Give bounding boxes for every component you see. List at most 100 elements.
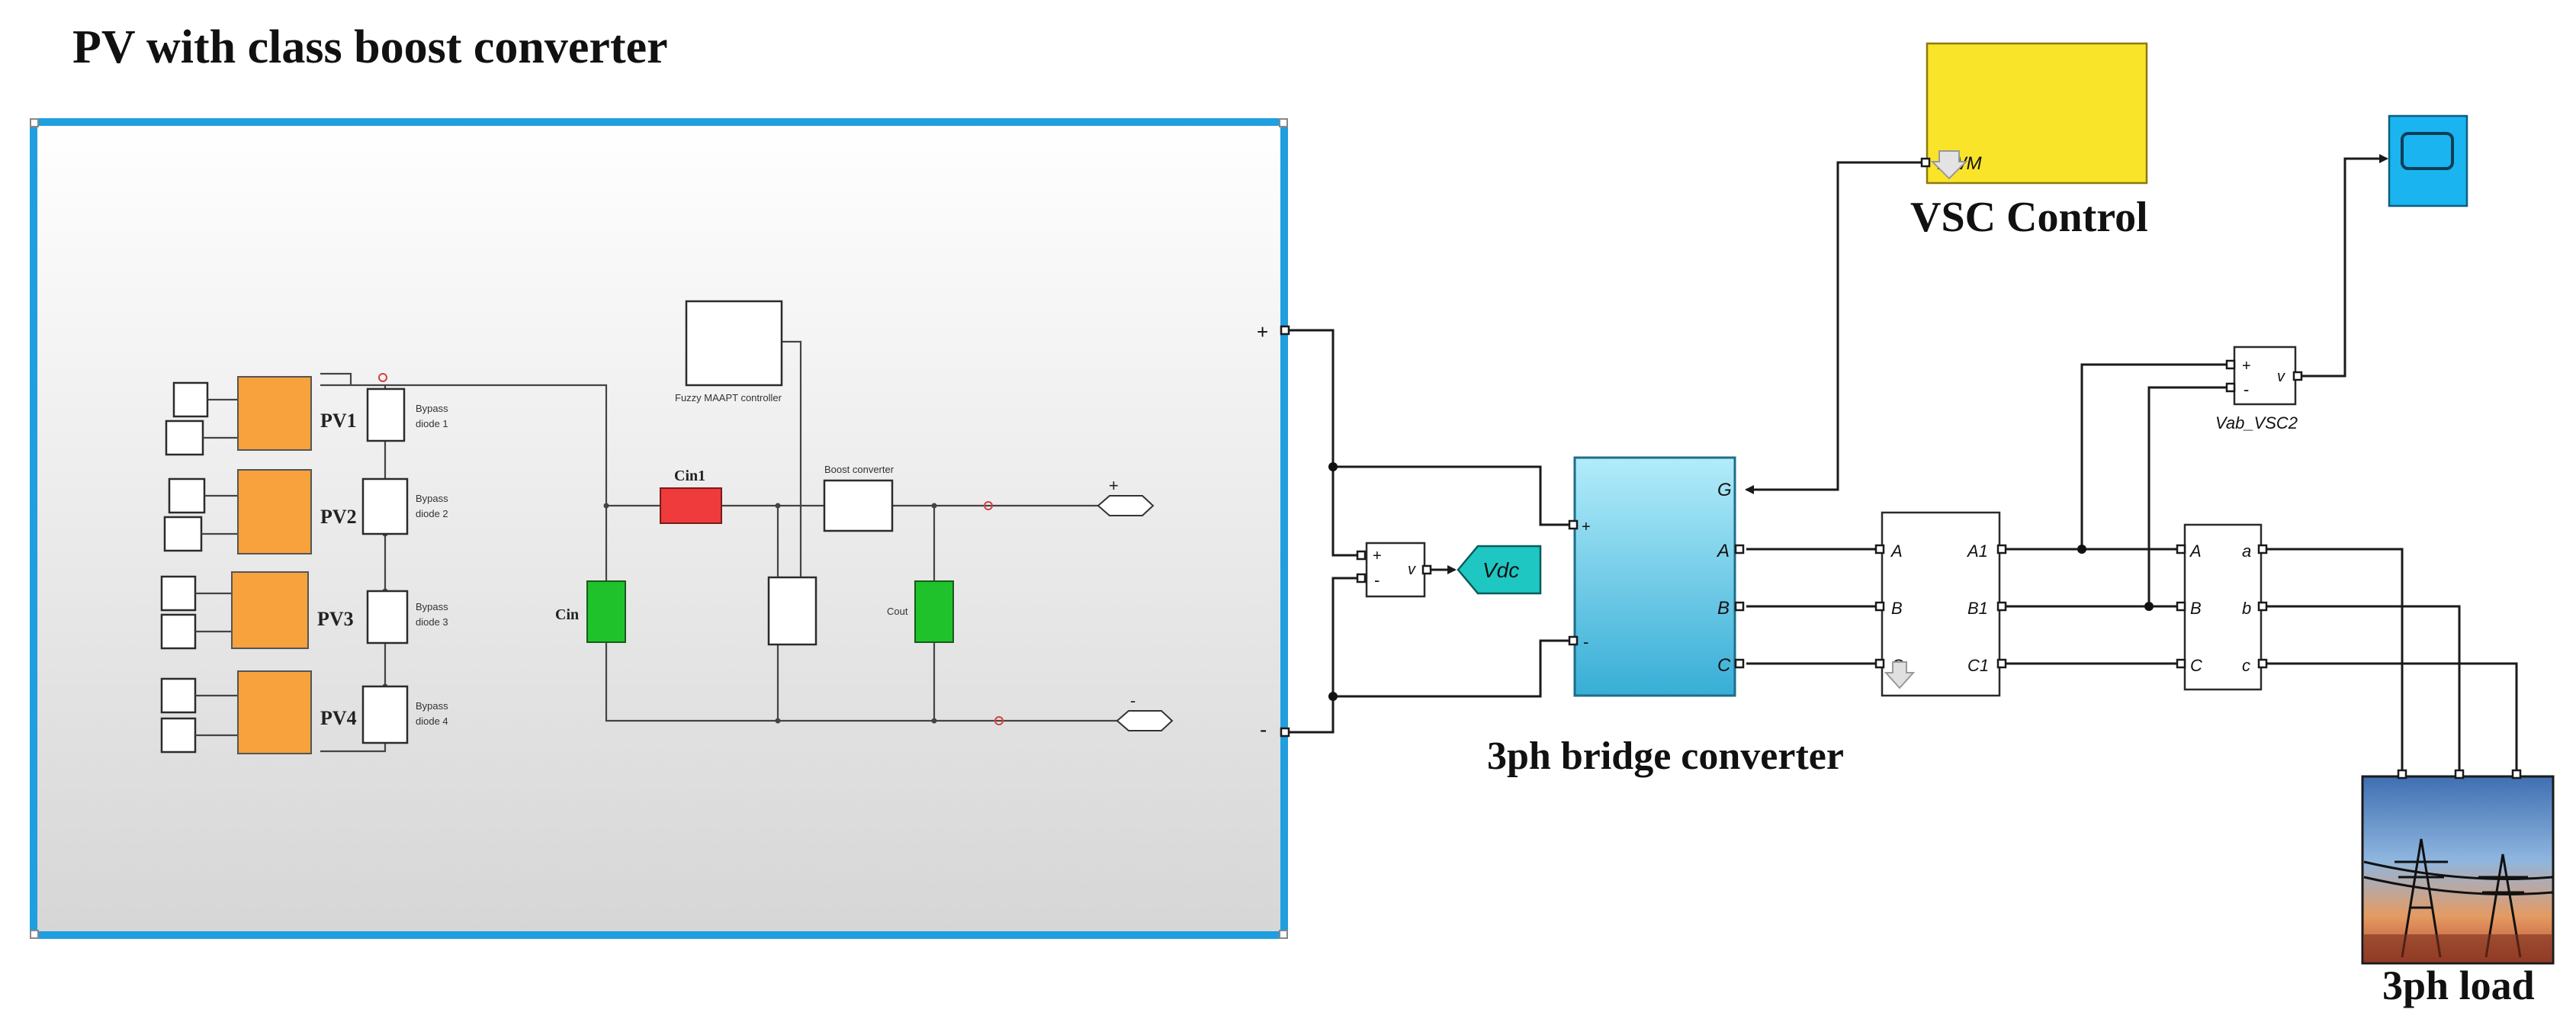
power-tower-icon [2363,838,2554,958]
bypass-diode-4[interactable] [361,685,409,744]
meas-out-c: c [2242,656,2250,675]
pv1-module[interactable] [237,376,312,451]
pv3-input-temperature[interactable] [160,613,197,650]
subsystem-port-plus-label: + [1257,320,1268,343]
bridge-converter[interactable]: + - G A B C [1568,456,1745,697]
subsystem-port-plus[interactable] [1280,325,1290,336]
vsc-control-label: VSC Control [1910,194,2148,241]
pv2-label: PV2 [320,506,357,528]
bypass-diode-2-label-a: Bypass [416,493,448,504]
pv2-input-temperature[interactable] [163,516,203,552]
pv-subsystem[interactable]: PV1 Bypass diode 1 PV2 Bypass diode 2 PV… [30,118,1288,939]
scope-block[interactable] [2388,114,2468,207]
pv3-module[interactable] [231,571,309,649]
subsystem-out-minus-label: - [1130,691,1135,710]
subsystem-out-plus-label: + [1109,476,1119,495]
block1-out-c1: C1 [1967,656,1989,675]
three-phase-measurement[interactable]: A B C a b c [2176,523,2268,691]
meas-in-c: C [2190,656,2202,675]
pv-array-1[interactable]: PV1 Bypass diode 1 [165,376,448,456]
pv3-input-irradiance[interactable] [160,575,197,612]
scope-screen-icon [2401,132,2454,170]
bridge-caption: 3ph bridge converter [1487,734,1844,778]
bypass-diode-2[interactable] [361,477,409,535]
subsystem-out-minus-connector[interactable] [1116,710,1174,731]
pv4-label: PV4 [320,707,357,729]
resize-handle-br[interactable] [1279,930,1288,939]
pv-array-4[interactable]: PV4 Bypass diode 4 [160,670,448,754]
three-phase-block-1[interactable]: A B C A1 B1 C1 [1874,511,2007,697]
voltmeter-vab[interactable]: + - v [2225,346,2303,406]
cin1-label: Cin1 [674,468,705,484]
bypass-diode-4-label-a: Bypass [416,700,448,712]
vsc-control-block[interactable]: PWM [1920,42,2148,185]
cout-label: Cout [887,606,908,617]
pv-array-3[interactable]: PV3 Bypass diode 3 [160,571,448,650]
pv2-input-irradiance[interactable] [168,477,206,514]
cin-capacitor[interactable] [586,580,626,643]
cin-label: Cin [555,606,579,623]
subsystem-frame[interactable] [30,118,1288,939]
pv4-input-temperature[interactable] [160,717,197,754]
voltmeter-vab-label: Vab_VSC2 [2215,413,2298,432]
meas-in-a: A [2189,542,2202,561]
bridge-port-a: A [1716,541,1730,561]
vdc-goto-tag[interactable]: Vdc [1457,545,1542,595]
boost-converter[interactable] [823,479,894,532]
three-phase-load[interactable] [2361,769,2555,965]
bypass-diode-3-label-b: diode 3 [416,616,448,628]
fuzzy-mppt-label: Fuzzy MAAPT controller [675,392,782,403]
bypass-diode-3[interactable] [366,590,409,644]
bridge-port-c: C [1717,655,1731,676]
main-wiring [1289,154,2518,773]
bridge-dc-minus-label: - [1583,632,1588,651]
meas-out-a: a [2242,542,2251,561]
pv4-module[interactable] [237,670,312,754]
voltmeter-dc[interactable]: + - v [1356,542,1432,598]
bypass-diode-1-label-b: diode 1 [416,418,448,429]
boost-switch[interactable] [767,576,817,646]
resize-handle-tr[interactable] [1279,118,1288,127]
block1-look-under-mask-arrow[interactable] [1884,661,1916,689]
subsystem-port-minus[interactable] [1280,727,1290,738]
pv3-label: PV3 [317,608,354,630]
subsystem-port-minus-label: - [1260,718,1267,741]
meas-in-b: B [2190,599,2202,618]
bridge-dc-plus-port[interactable] [1568,519,1579,530]
bypass-diode-1-label-a: Bypass [416,403,448,414]
bypass-diode-4-label-b: diode 4 [416,715,448,727]
voltmeter-vab-out: v [2277,368,2285,385]
voltmeter-vab-in-plus: + [2242,358,2251,374]
diagram-title: PV with class boost converter [72,21,668,73]
bridge-dc-minus-port[interactable] [1568,635,1579,646]
pv1-input-temperature[interactable] [165,419,204,456]
voltmeter-vab-in-minus: - [2244,380,2249,399]
pv1-input-irradiance[interactable] [172,381,209,418]
pv4-input-irradiance[interactable] [160,677,197,714]
pv-array-2[interactable]: PV2 Bypass diode 2 [163,469,448,554]
cout-capacitor[interactable] [914,580,954,643]
bridge-port-g: G [1717,480,1732,500]
resize-handle-bl[interactable] [30,930,39,939]
bypass-diode-1[interactable] [366,387,406,442]
vdc-label: Vdc [1482,558,1519,582]
block1-out-b1: B1 [1967,599,1988,618]
pv2-module[interactable] [237,469,312,554]
load-label: 3ph load [2382,963,2535,1008]
meas-out-b: b [2242,599,2251,618]
bridge-dc-plus-label: + [1582,519,1591,535]
voltmeter-dc-out: v [1408,561,1416,578]
subsystem-out-plus-connector[interactable] [1097,495,1155,516]
cin1-inductor[interactable] [660,487,722,524]
bridge-port-b: B [1717,598,1730,619]
bypass-diode-2-label-b: diode 2 [416,508,448,519]
vsc-look-under-mask-arrow[interactable] [1930,150,1968,180]
voltmeter-dc-in-minus: - [1374,571,1380,590]
block1-out-a1: A1 [1966,542,1988,561]
block1-in-a: A [1890,542,1903,561]
bypass-diode-3-label-a: Bypass [416,601,448,612]
fuzzy-mppt-controller[interactable] [685,300,783,387]
voltmeter-dc-in-plus: + [1373,548,1382,564]
resize-handle-tl[interactable] [30,118,39,127]
